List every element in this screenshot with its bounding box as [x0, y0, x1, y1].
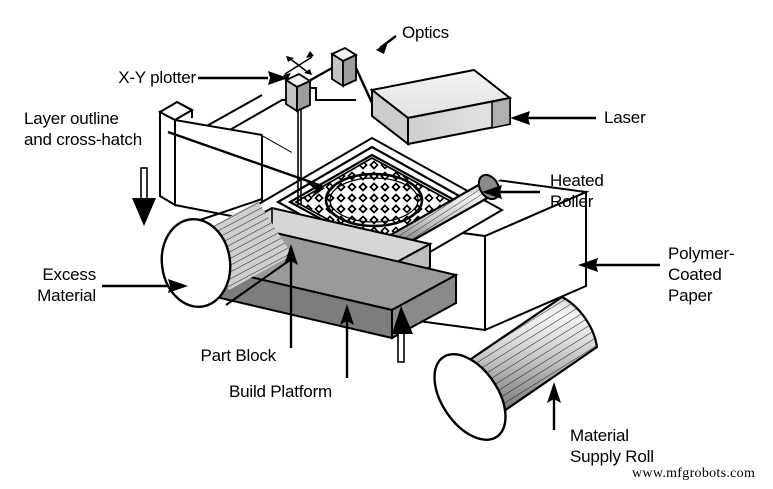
label-excess-material: Excess Material — [37, 265, 96, 305]
xy-motion-arrows — [283, 51, 314, 80]
label-heated-roller: Heated Roller — [550, 171, 604, 211]
label-optics: Optics — [402, 23, 449, 42]
leader-lines — [102, 35, 660, 430]
optics-box — [330, 46, 358, 88]
leader-layer-outline — [167, 130, 323, 188]
watermark-text: www.mfgrobots.com — [632, 466, 756, 481]
label-layer-outline-and-cross-hatch: Layer outline and cross-hatch — [24, 109, 142, 149]
feed-direction-arrow-down — [132, 167, 156, 226]
feed-direction-arrow-up — [392, 306, 413, 363]
laser-box — [369, 68, 513, 147]
leader-arrowheads — [168, 42, 598, 403]
label-material-supply-roll: Material Supply Roll — [570, 426, 654, 466]
label-part-block: Part Block — [200, 346, 277, 365]
label-build-platform: Build Platform — [228, 382, 332, 401]
label-polymer-coated-paper: Polymer-Coated Paper — [668, 244, 735, 305]
label-xy-plotter: X-Y plotter — [118, 68, 196, 87]
xy-plotter-head — [284, 72, 312, 113]
label-laser: Laser — [604, 108, 646, 127]
